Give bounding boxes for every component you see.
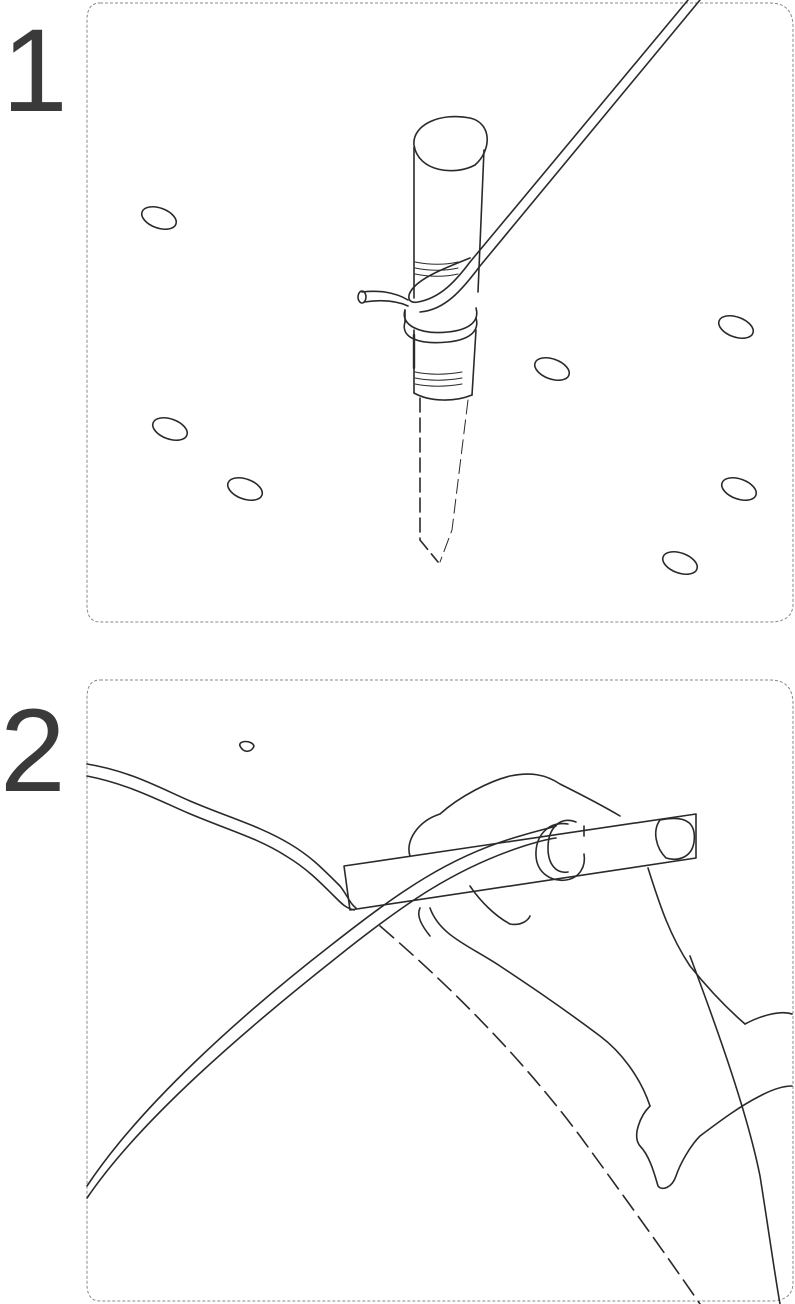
stake <box>414 117 487 562</box>
ground-edge <box>87 764 356 908</box>
step-1-illustration <box>0 0 795 630</box>
ground-hole <box>719 473 760 504</box>
ground-hole <box>150 413 191 444</box>
ground-hole <box>660 547 701 578</box>
rope <box>358 0 700 343</box>
hand <box>409 774 792 1188</box>
ground-hole <box>532 353 573 384</box>
ground-hole <box>139 202 180 233</box>
panel-frame <box>87 680 793 1301</box>
panel-frame <box>87 3 793 622</box>
step-2-illustration <box>0 676 795 1304</box>
ground-hole <box>716 311 757 342</box>
ground-hole <box>240 742 254 752</box>
stake-path-dashed <box>380 926 700 1304</box>
rope <box>87 820 584 1198</box>
ground-hole <box>225 473 266 504</box>
